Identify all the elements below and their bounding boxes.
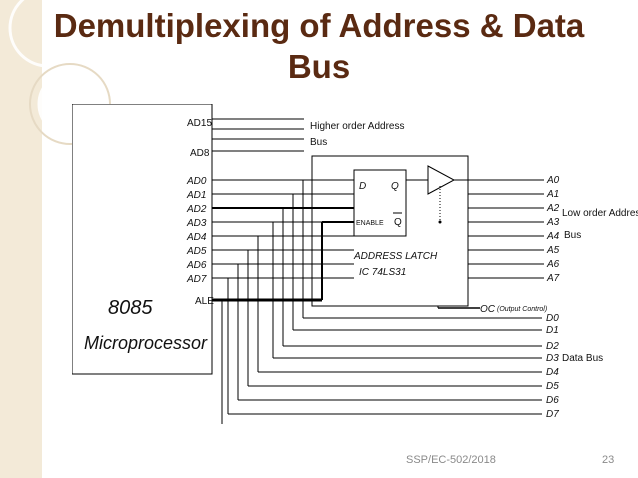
label-d1: D1 [546,325,559,336]
low-address-label: Low order Address [562,208,638,219]
label-a2: A2 [546,203,560,214]
higher-address-bus-label: Bus [310,137,327,148]
demux-circuit-diagram: 8085 Microprocessor AD15 AD8 Higher orde… [72,104,638,424]
label-a6: A6 [546,259,560,270]
pin-ad3: AD3 [186,218,207,229]
decorative-side-band [0,0,42,478]
label-d2: D2 [546,341,559,352]
address-latch-box [353,169,407,237]
latch-outer-box [311,155,469,307]
page-number: 23 [602,454,615,466]
processor-label-8085: 8085 [108,297,153,319]
footer-course-code: SSP/EC-502/2018 [406,454,496,466]
label-d7: D7 [546,409,559,420]
latch-qbar-label: Q [394,217,402,228]
tristate-buffer-symbol [427,165,456,195]
oc-note: (Output Control) [497,306,547,313]
label-a7: A7 [546,273,560,284]
pin-ad15: AD15 [187,118,212,129]
pin-ad5: AD5 [186,246,207,257]
label-d3: D3 [546,353,559,364]
pin-ad1: AD1 [186,190,206,201]
label-a0: A0 [546,175,560,186]
pin-ale: ALE [195,296,214,307]
label-a5: A5 [546,245,560,256]
pin-ad0: AD0 [186,176,207,187]
processor-box [72,104,213,375]
label-a4: A4 [546,231,560,242]
label-d0: D0 [546,313,559,324]
latch-enable-label: ENABLE [356,220,384,227]
label-d5: D5 [546,381,559,392]
latch-q-label: Q [391,181,399,192]
label-a1: A1 [546,189,559,200]
slide-title-line-2: Bus [287,48,351,85]
latch-name-label: ADDRESS LATCH [353,251,438,262]
label-d6: D6 [546,395,559,406]
pin-ad2: AD2 [186,204,207,215]
label-a3: A3 [546,217,560,228]
low-address-bus-label: Bus [564,230,581,241]
processor-label-name: Microprocessor [84,333,208,353]
higher-address-label: Higher order Address [310,121,405,132]
pin-ad7: AD7 [186,274,207,285]
data-bus-label: Data Bus [562,353,603,364]
slide-title-line-1: Demultiplexing of Address & Data [53,7,585,44]
oc-label: OC [480,304,496,315]
buffer-dot [438,220,442,224]
label-d4: D4 [546,367,559,378]
latch-d-label: D [359,181,366,192]
pin-ad8: AD8 [190,148,210,159]
pin-ad4: AD4 [186,232,207,243]
latch-ic-label: IC 74LS31 [359,267,406,278]
pin-ad6: AD6 [186,260,207,271]
